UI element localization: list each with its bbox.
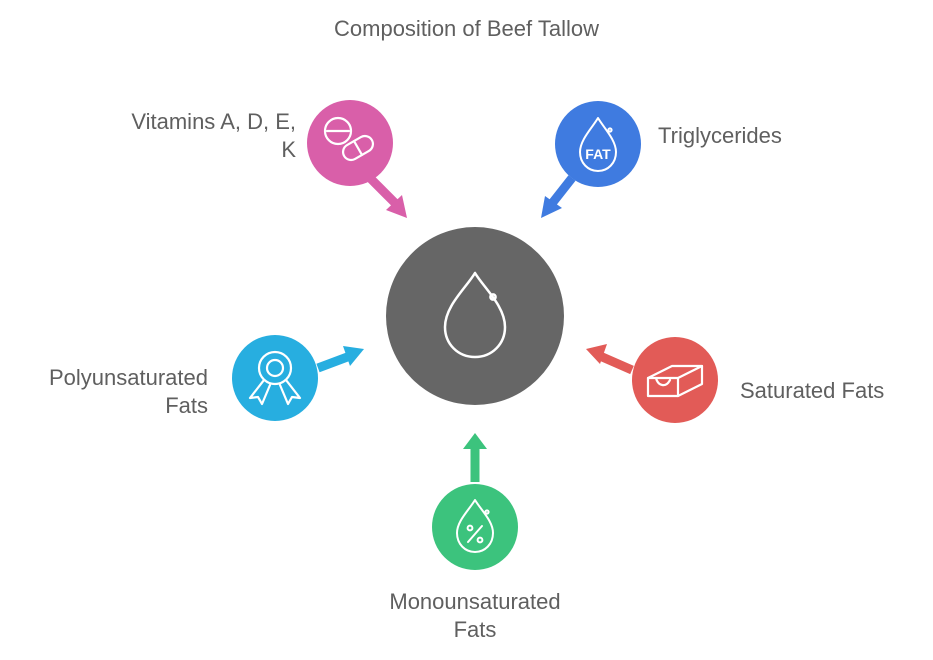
label-polyunsaturated: Polyunsaturated Fats xyxy=(8,364,208,420)
arrow-polyunsaturated xyxy=(316,346,364,373)
label-polyunsaturated-line-1: Polyunsaturated xyxy=(49,365,208,390)
center-node xyxy=(386,227,564,405)
label-saturated: Saturated Fats xyxy=(740,377,920,405)
percent-drop-icon xyxy=(456,499,494,553)
label-monounsaturated: Monounsaturated Fats xyxy=(360,588,590,644)
label-vitamins-line-1: Vitamins A, D, E, xyxy=(131,109,296,134)
pills-icon xyxy=(323,116,375,162)
label-monounsaturated-line-1: Monounsaturated xyxy=(389,589,561,614)
node-saturated xyxy=(632,337,718,423)
fat-drop-icon xyxy=(579,117,617,172)
diagram-title: Composition of Beef Tallow xyxy=(334,16,599,41)
node-monounsaturated xyxy=(432,484,518,570)
label-polyunsaturated-line-2: Fats xyxy=(165,393,208,418)
arrow-triglycerides xyxy=(541,175,576,218)
arrow-monounsaturated xyxy=(463,433,487,482)
node-triglycerides: FAT xyxy=(555,101,641,187)
droplet-icon xyxy=(443,271,507,359)
award-ribbon-icon xyxy=(248,350,302,406)
arrow-saturated xyxy=(586,344,634,375)
label-triglycerides: Triglycerides xyxy=(658,122,878,150)
arrow-vitamins xyxy=(366,174,407,218)
label-monounsaturated-line-2: Fats xyxy=(453,617,497,642)
label-vitamins-line-2: K xyxy=(281,137,296,162)
label-vitamins: Vitamins A, D, E, K xyxy=(80,108,296,164)
butter-block-icon xyxy=(646,364,704,398)
node-polyunsaturated xyxy=(232,335,318,421)
label-saturated-line-1: Saturated Fats xyxy=(740,378,885,403)
fat-icon-text: FAT xyxy=(585,146,611,162)
label-triglycerides-line-1: Triglycerides xyxy=(658,123,782,148)
node-vitamins xyxy=(307,100,393,186)
